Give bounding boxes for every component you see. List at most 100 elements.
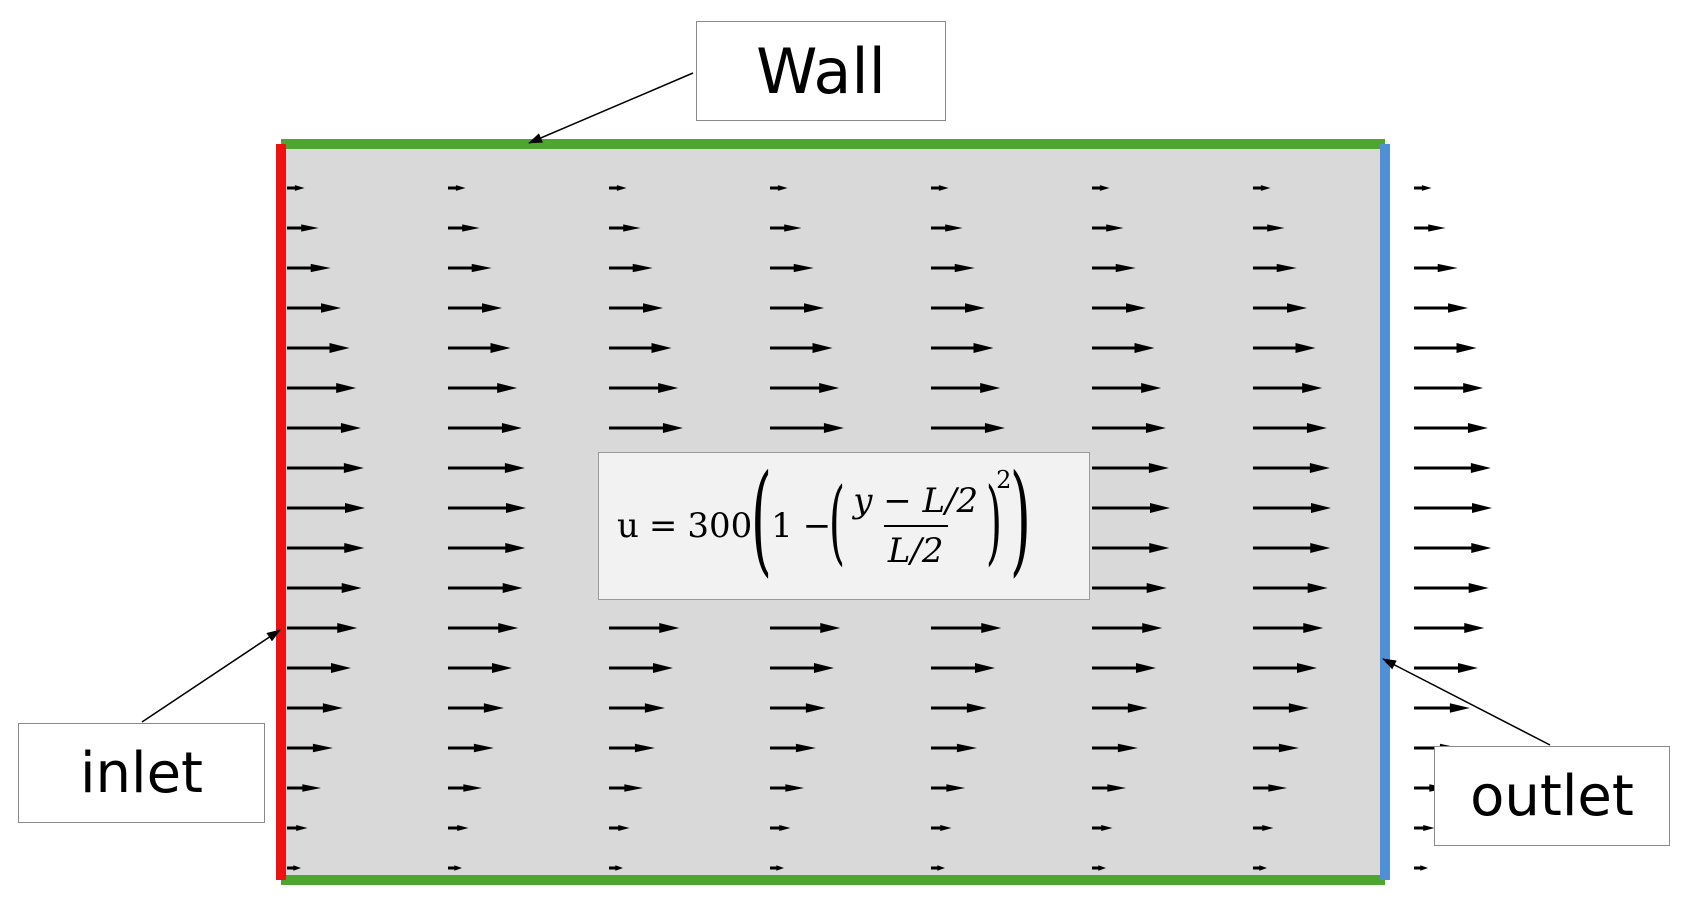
velocity-arrow — [609, 663, 673, 673]
velocity-arrow — [1414, 543, 1492, 553]
velocity-arrow — [1414, 383, 1484, 393]
velocity-arrow — [448, 543, 526, 553]
velocity-arrow — [448, 703, 504, 713]
velocity-arrow — [1253, 263, 1297, 273]
velocity-arrow — [609, 423, 683, 433]
velocity-profile-formula: u = 300 ( 1 − ( y − L/2 L/2 ) 2 ) — [598, 452, 1090, 600]
velocity-arrow — [448, 343, 511, 353]
velocity-arrow — [287, 463, 364, 473]
velocity-arrow — [287, 543, 365, 553]
formula-close-paren: ) — [1010, 450, 1032, 589]
velocity-arrow — [609, 824, 630, 832]
velocity-arrow — [287, 703, 343, 713]
velocity-arrow — [931, 263, 975, 273]
formula-lhs: u — [617, 506, 639, 546]
velocity-arrow — [931, 623, 1002, 633]
velocity-arrow — [1253, 623, 1324, 633]
velocity-arrow — [931, 423, 1005, 433]
velocity-arrow — [448, 743, 494, 753]
velocity-arrow — [609, 343, 672, 353]
velocity-arrow — [931, 743, 977, 753]
velocity-arrow — [609, 185, 627, 191]
velocity-arrow — [287, 224, 319, 232]
velocity-arrow — [1092, 784, 1127, 792]
velocity-arrow — [1253, 185, 1271, 191]
velocity-arrow — [1414, 463, 1491, 473]
velocity-arrow — [931, 224, 963, 232]
velocity-arrow — [1253, 463, 1330, 473]
velocity-arrow — [1092, 824, 1113, 832]
velocity-arrow — [770, 343, 833, 353]
velocity-arrow — [1092, 543, 1170, 553]
velocity-arrow — [448, 583, 523, 593]
velocity-arrow — [1414, 263, 1458, 273]
velocity-arrow — [609, 703, 665, 713]
velocity-arrow — [1253, 303, 1308, 313]
velocity-arrow — [1092, 303, 1147, 313]
velocity-arrow — [770, 303, 825, 313]
velocity-arrow — [770, 663, 834, 673]
velocity-arrow — [287, 743, 333, 753]
velocity-arrow — [1253, 824, 1274, 832]
velocity-arrow — [1092, 583, 1167, 593]
velocity-arrow — [448, 303, 503, 313]
velocity-arrow — [770, 423, 844, 433]
velocity-arrow — [448, 423, 522, 433]
velocity-arrow — [287, 865, 301, 871]
velocity-arrow — [1414, 583, 1489, 593]
velocity-arrow — [609, 865, 623, 871]
velocity-arrow — [1092, 703, 1148, 713]
velocity-arrow — [1092, 343, 1155, 353]
formula-open-paren: ( — [751, 450, 773, 589]
velocity-arrow — [1253, 784, 1288, 792]
outlet-label: outlet — [1434, 746, 1670, 846]
velocity-arrow — [1092, 743, 1138, 753]
velocity-arrow — [1253, 583, 1328, 593]
velocity-arrow — [1414, 303, 1469, 313]
velocity-arrow — [1092, 623, 1163, 633]
velocity-arrow — [1414, 824, 1435, 832]
velocity-arrow — [287, 824, 308, 832]
inlet-pointer-line — [141, 629, 281, 723]
velocity-arrow — [1092, 503, 1170, 513]
velocity-arrow — [287, 303, 342, 313]
formula-equals: = — [648, 506, 678, 546]
velocity-arrow — [931, 703, 987, 713]
velocity-arrow — [1253, 224, 1285, 232]
inlet-label: inlet — [18, 723, 265, 823]
velocity-arrow — [287, 343, 350, 353]
velocity-arrow — [770, 784, 805, 792]
formula-coefficient: 300 — [687, 506, 753, 546]
formula-fraction: y − L/2 L/2 — [849, 481, 982, 571]
velocity-arrow — [770, 824, 791, 832]
velocity-arrow — [609, 224, 641, 232]
velocity-arrow — [770, 224, 802, 232]
velocity-arrow — [287, 583, 362, 593]
velocity-arrow — [1092, 463, 1169, 473]
velocity-arrow — [770, 865, 784, 871]
velocity-arrow — [1092, 865, 1106, 871]
velocity-arrow — [609, 623, 680, 633]
velocity-arrow — [448, 263, 492, 273]
velocity-arrow — [770, 623, 841, 633]
velocity-arrow — [287, 623, 358, 633]
velocity-arrow — [448, 224, 480, 232]
velocity-arrow — [1092, 185, 1110, 191]
velocity-arrow — [1414, 503, 1492, 513]
velocity-arrow — [931, 824, 952, 832]
velocity-arrow — [448, 784, 483, 792]
velocity-arrow — [448, 824, 469, 832]
wall-pointer-line — [528, 72, 694, 144]
velocity-arrow — [931, 185, 949, 191]
velocity-arrow — [1092, 263, 1136, 273]
velocity-arrow — [287, 185, 305, 191]
velocity-arrow — [1253, 865, 1267, 871]
velocity-arrow — [448, 463, 525, 473]
velocity-arrow — [1092, 663, 1156, 673]
velocity-arrow — [609, 743, 655, 753]
velocity-arrow — [287, 784, 322, 792]
velocity-arrow — [931, 865, 945, 871]
velocity-arrow — [770, 383, 840, 393]
velocity-arrow — [287, 263, 331, 273]
velocity-arrow — [1414, 663, 1478, 673]
